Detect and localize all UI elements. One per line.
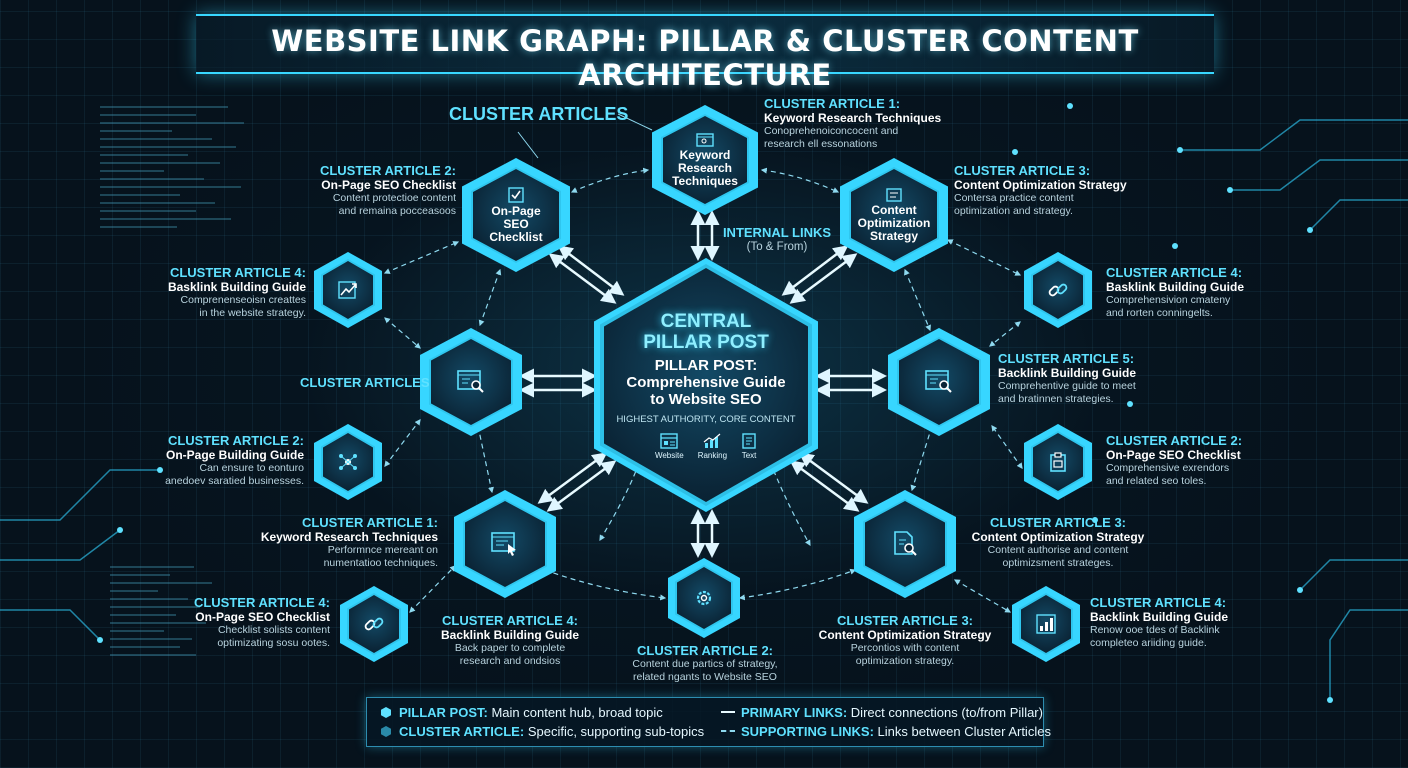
chain-link-icon [1047, 279, 1069, 301]
dashed-line-icon [721, 730, 735, 732]
cluster-hex-outer-right-1[interactable] [1024, 252, 1092, 328]
cluster-label-keyword-research-lower-left: CLUSTER ARTICLE 1: Keyword Research Tech… [260, 515, 438, 570]
cluster-hex-keyword-research[interactable]: Keyword Research Techniques [652, 105, 758, 215]
cluster-hex-content-optimization[interactable]: Content Optimization Strategy [840, 158, 948, 272]
browser-icon [696, 132, 714, 147]
legend-cluster: CLUSTER ARTICLE: Specific, supporting su… [381, 724, 704, 739]
cluster-hex-lower-left[interactable] [454, 490, 556, 598]
cluster-articles-label-top: CLUSTER ARTICLES [449, 104, 629, 124]
legend-pillar: PILLAR POST: Main content hub, broad top… [381, 705, 663, 720]
cluster-label-content-optimization-lower-right: CLUSTER ARTICLE 3: Content Optimization … [971, 515, 1145, 570]
legend-primary-links: PRIMARY LINKS: Direct connections (to/fr… [721, 705, 1043, 720]
pillar-tagline: HIGHEST AUTHORITY, CORE CONTENT [616, 413, 796, 425]
pillar-icon-website: Website [655, 432, 684, 460]
chain-link-icon [363, 613, 385, 635]
decorative-code-lines-left [100, 100, 260, 234]
cluster-label-onpage-seo-upper-left: CLUSTER ARTICLE 2: On-Page SEO Checklist… [319, 163, 456, 218]
pillar-title: PILLAR POST: Comprehensive Guide to Webs… [626, 356, 786, 408]
web-search-icon [456, 369, 486, 395]
website-icon [660, 432, 679, 449]
document-search-icon [891, 530, 919, 558]
cluster-hex-outer-left-3[interactable] [340, 586, 408, 662]
text-document-icon [741, 432, 757, 449]
circuit-traces [0, 119, 1408, 700]
cluster-hex-icon [381, 726, 391, 737]
ranking-chart-icon [703, 433, 721, 449]
cluster-label-onpage-building-left-2: CLUSTER ARTICLE 2: On-Page Building Guid… [165, 433, 304, 488]
legend-box: PILLAR POST: Main content hub, broad top… [366, 697, 1051, 747]
pillar-heading: CENTRAL PILLAR POST [643, 310, 769, 353]
cluster-articles-label-left: CLUSTER ARTICLES [300, 375, 430, 390]
bar-chart-icon [1035, 613, 1057, 635]
cluster-label-bottom-center: CLUSTER ARTICLE 2: Content due partics o… [632, 643, 778, 684]
clipboard-icon [1047, 451, 1069, 473]
gear-icon [693, 587, 715, 609]
cluster-label-backlink-right-2: CLUSTER ARTICLE 5: Backlink Building Gui… [998, 351, 1137, 406]
web-page-cursor-icon [490, 531, 520, 557]
cluster-label-content-optimization-upper-right: CLUSTER ARTICLE 3: Content Optimization … [954, 163, 1127, 218]
cluster-label-content-optimization-bottom-right: CLUSTER ARTICLE 3: Content Optimization … [818, 613, 992, 668]
internal-links-label: INTERNAL LINKS (To & From) [722, 225, 832, 254]
legend-supporting-links: SUPPORTING LINKS: Links between Cluster … [721, 724, 1051, 739]
document-icon [886, 187, 902, 202]
cluster-label-onpage-seo-right-2: CLUSTER ARTICLE 2: On-Page SEO Checklist… [1106, 433, 1243, 488]
page-title: WEBSITE LINK GRAPH: PILLAR & CLUSTER CON… [271, 24, 1139, 92]
cluster-hex-outer-right-2[interactable] [1024, 424, 1092, 500]
network-nodes-icon [337, 451, 359, 473]
pillar-hex-icon [381, 707, 391, 718]
cluster-hex-right-middle[interactable] [888, 328, 990, 436]
pillar-icon-ranking: Ranking [698, 433, 727, 460]
cluster-label-backlink-bottom-left: CLUSTER ARTICLE 4: Backlink Building Gui… [440, 613, 580, 668]
web-search-icon [924, 369, 954, 395]
decorative-code-lines-bottom-left [110, 560, 230, 662]
pillar-icons: Website Ranking Text [655, 432, 757, 460]
growth-chart-icon [337, 280, 359, 300]
solid-line-icon [721, 711, 735, 713]
pillar-icon-text: Text [741, 432, 757, 460]
cluster-label-backlink-left-1: CLUSTER ARTICLE 4: Basklink Building Gui… [167, 265, 306, 320]
cluster-hex-lower-right[interactable] [854, 490, 956, 598]
cluster-label-onpage-seo-bottom-left: CLUSTER ARTICLE 4: On-Page SEO Checklist… [193, 595, 330, 650]
cluster-hex-outer-right-3[interactable] [1012, 586, 1080, 662]
cluster-label-keyword-research-top: CLUSTER ARTICLE 1: Keyword Research Tech… [764, 96, 942, 151]
title-banner [196, 14, 1214, 74]
checkbox-icon [508, 186, 524, 203]
cluster-hex-onpage-seo[interactable]: On-Page SEO Checklist [462, 158, 570, 272]
cluster-label-backlink-right-1: CLUSTER ARTICLE 4: Basklink Building Gui… [1106, 265, 1245, 320]
cluster-hex-left-middle[interactable] [420, 328, 522, 436]
cluster-label-backlink-bottom-right: CLUSTER ARTICLE 4: Backlink Building Gui… [1090, 595, 1229, 650]
